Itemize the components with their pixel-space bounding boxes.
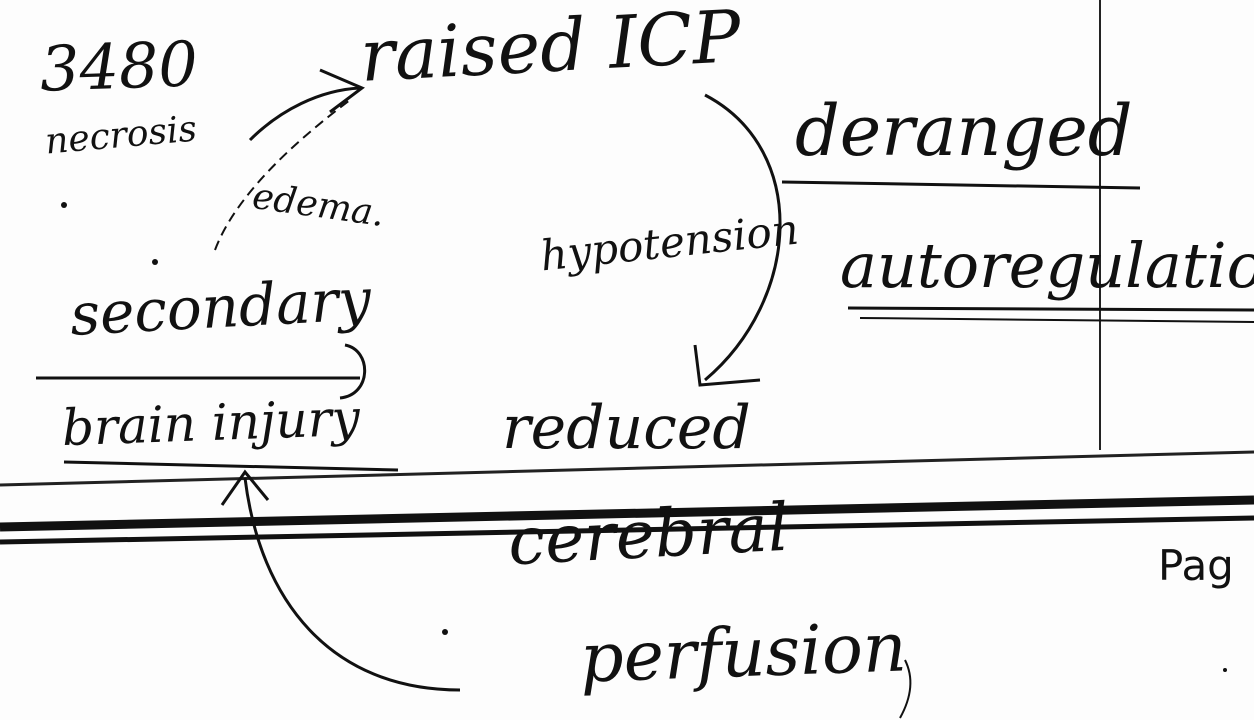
underline-autoregulation — [847, 306, 1254, 312]
dot-3 — [442, 629, 448, 635]
arrowhead-injury — [220, 469, 270, 506]
note-autoregulation: autoregulation — [840, 229, 1254, 302]
arrow-perfusion-to-injury — [243, 477, 461, 692]
rule-thin — [0, 450, 1254, 487]
dot-4 — [1223, 668, 1227, 672]
underline-deranged — [781, 180, 1141, 190]
note-deranged: deranged — [795, 90, 1133, 172]
arrow-icp-to-reduced — [704, 93, 782, 382]
dot-1 — [61, 202, 67, 208]
bracket-right-tail — [899, 659, 912, 719]
arrowhead-icp — [319, 68, 365, 114]
arrow-necrosis-to-icp — [248, 86, 361, 142]
arrowhead-reduced — [693, 344, 761, 387]
note-3480: 3480 — [38, 27, 200, 106]
arrow-injury-up — [214, 99, 351, 251]
rule-thick-top — [0, 495, 1254, 532]
note-raised-icp: raised ICP — [358, 0, 743, 98]
note-cerebral: cerebral — [506, 488, 791, 581]
note-reduced: reduced — [502, 393, 751, 463]
note-perfusion: perfusion — [578, 608, 908, 699]
underline-brain-injury — [63, 460, 399, 472]
page-label: Pag — [1158, 541, 1234, 590]
dot-2 — [152, 259, 158, 265]
underline-autoregulation-2 — [859, 317, 1254, 323]
note-secondary: secondary — [68, 265, 373, 349]
rule-thick-bottom — [0, 515, 1254, 545]
bracket-secondary — [339, 343, 367, 400]
note-brain-injury: brain injury — [61, 388, 361, 458]
